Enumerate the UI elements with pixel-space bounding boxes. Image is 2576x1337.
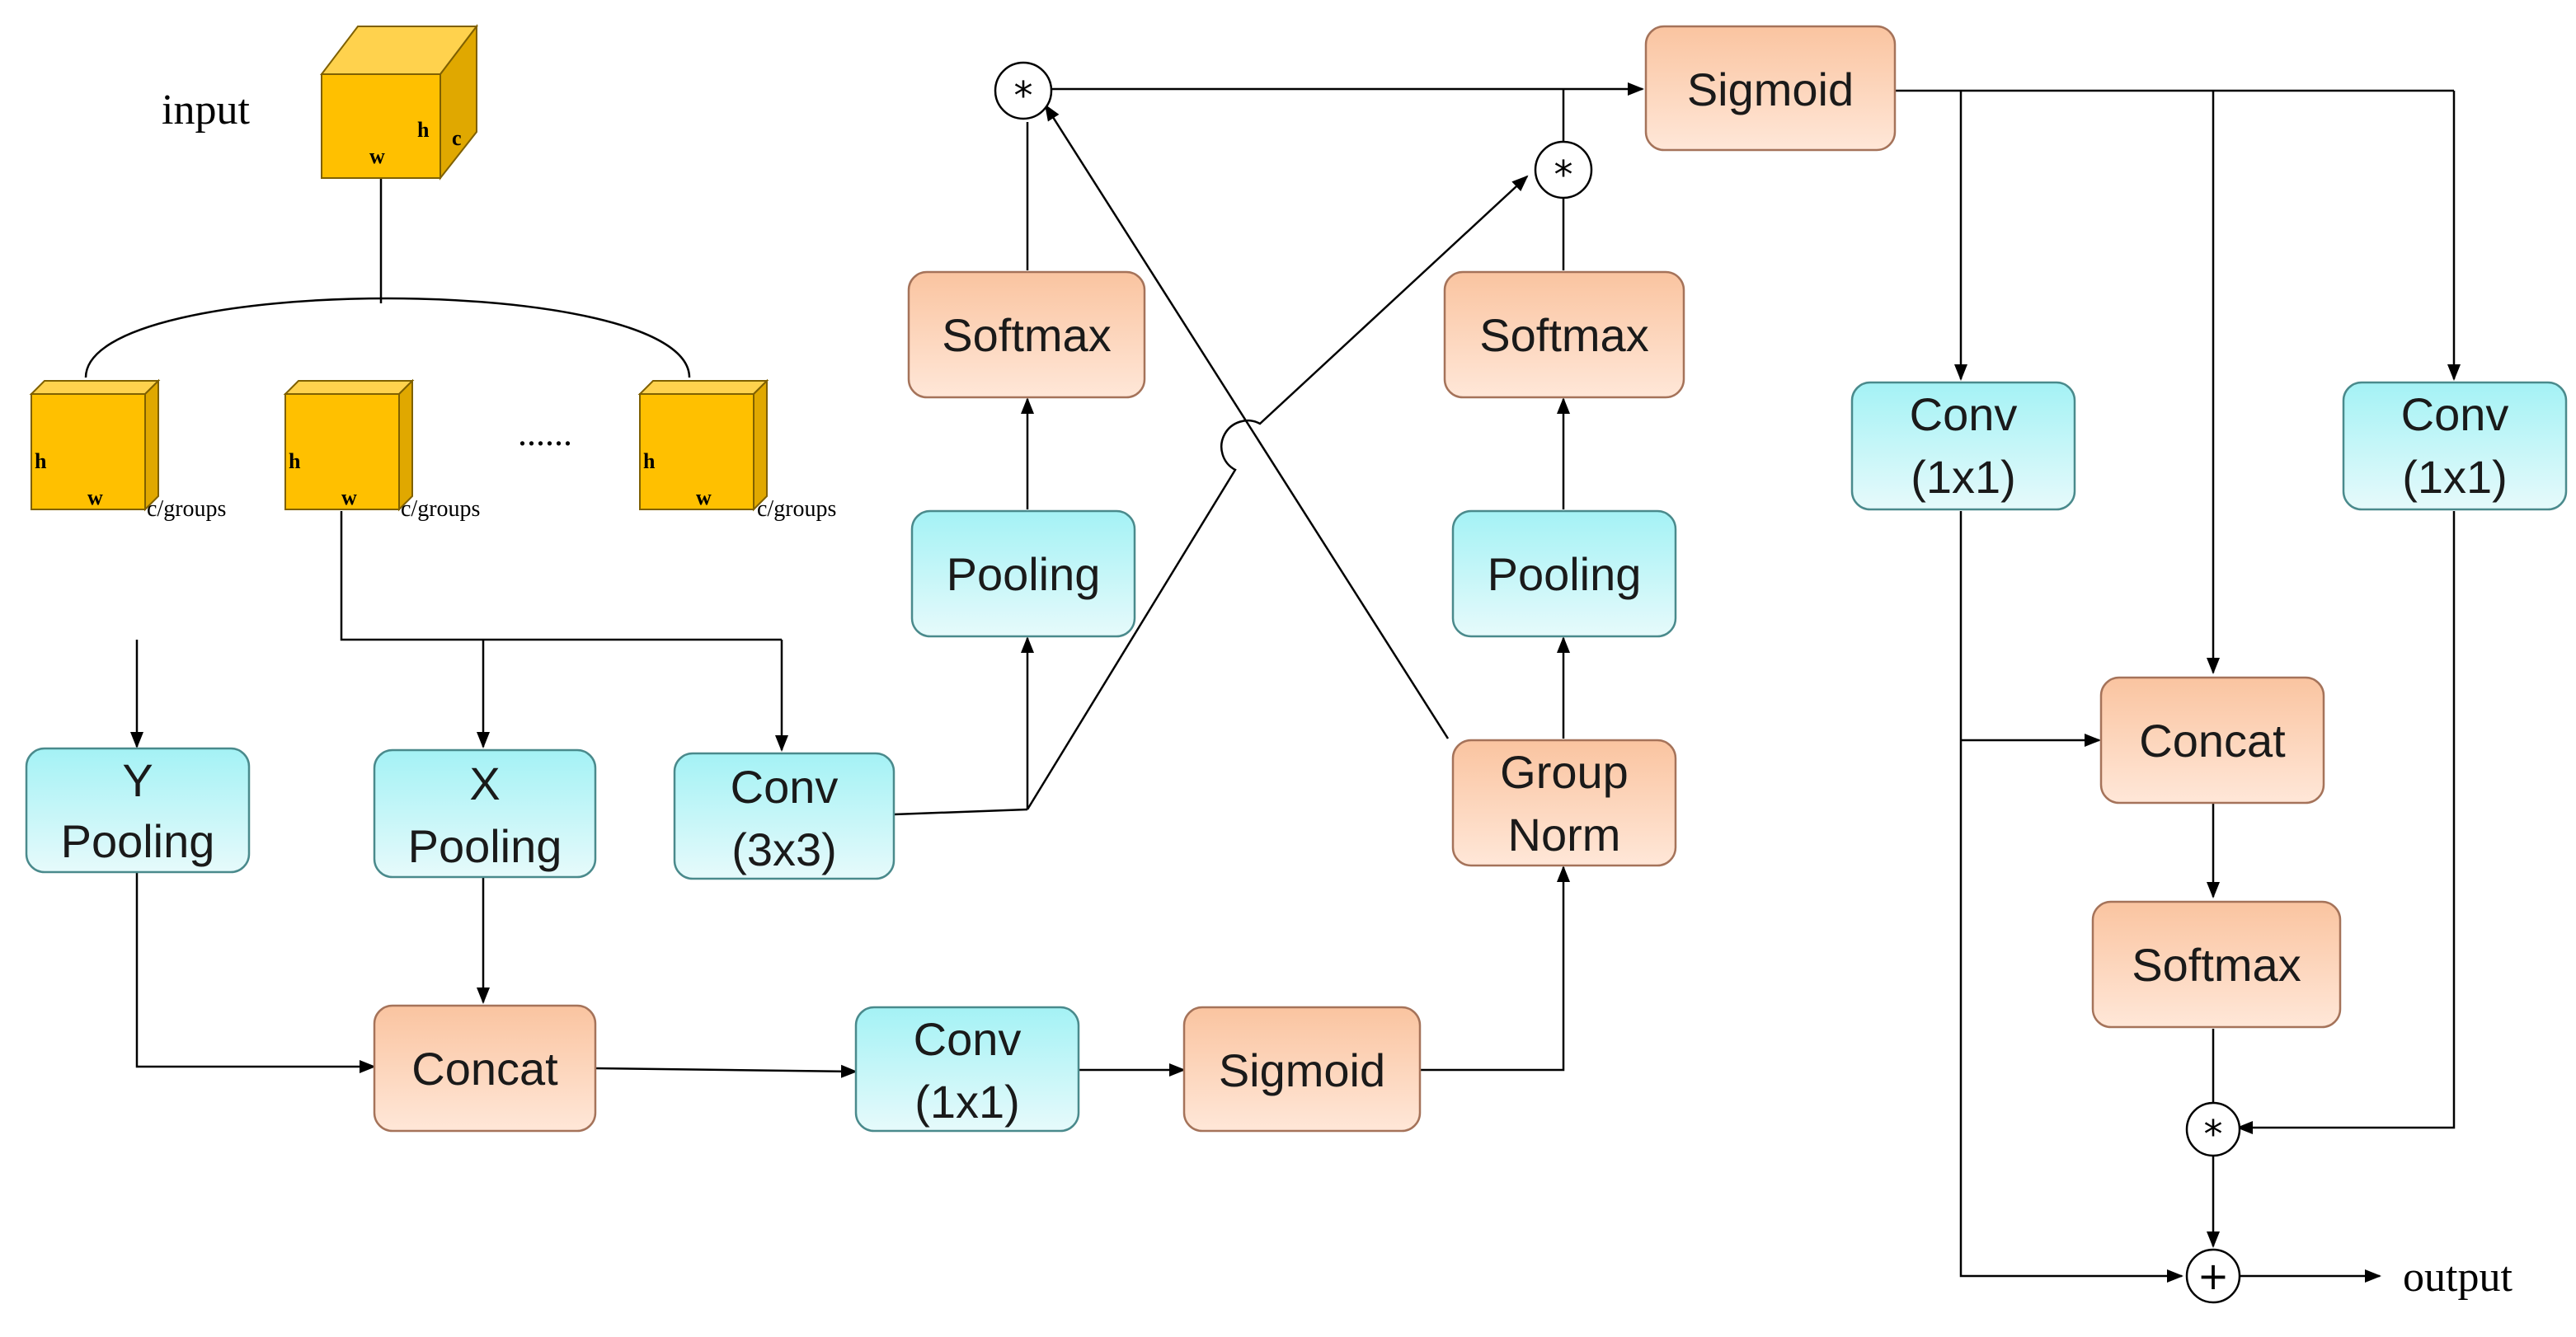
conv1x1-right-b-box: Conv (1x1) (2342, 381, 2568, 511)
y-pooling-box: Y Pooling (25, 747, 251, 874)
svg-text:Conv: Conv (731, 761, 839, 813)
svg-text:Conv: Conv (914, 1013, 1022, 1065)
cube-h-label: h (417, 118, 430, 142)
svg-text:*: * (1014, 73, 1033, 118)
concat-right-box: Concat (2099, 676, 2325, 805)
svg-text:Softmax: Softmax (942, 309, 1111, 361)
edge-conv-a-down (1959, 511, 2183, 1283)
group-cube-2-depth: c/groups (401, 496, 480, 522)
svg-text:Pooling: Pooling (1488, 548, 1642, 600)
svg-text:Softmax: Softmax (2132, 939, 2301, 991)
group-cube-3-depth: c/groups (757, 496, 836, 522)
svg-text:(3x3): (3x3) (731, 823, 837, 875)
svg-text:*: * (2204, 1112, 2223, 1156)
multiply-op-right: * (1534, 140, 1593, 199)
svg-text:Pooling: Pooling (408, 820, 562, 872)
group-cube-1-depth: c/groups (147, 496, 226, 522)
group-cube-2: h w (283, 378, 415, 512)
edge-sigmoid-to-groupnorm (1420, 866, 1570, 1072)
connectors (84, 82, 2461, 1283)
output-label: output (2403, 1254, 2513, 1301)
pooling-left-box: Pooling (910, 509, 1136, 638)
edge-group-to-branches (340, 511, 782, 641)
pooling-right-box: Pooling (1451, 509, 1677, 638)
svg-text:Pooling: Pooling (61, 815, 215, 867)
multiply-op-left: * (994, 61, 1053, 120)
group-cube-w: w (696, 486, 712, 509)
svg-text:(1x1): (1x1) (2402, 451, 2508, 503)
svg-text:Conv: Conv (1910, 388, 2018, 440)
group-cube-3: h w (637, 378, 769, 512)
svg-text:(1x1): (1x1) (1911, 451, 2016, 503)
svg-text:Y: Y (122, 754, 153, 806)
group-cube-1: h w (29, 378, 161, 512)
input-label: input (162, 87, 250, 134)
svg-text:*: * (1554, 152, 1573, 197)
edge-groupnorm-to-mul-left (1044, 104, 1450, 739)
group-norm-box: Group Norm (1451, 739, 1677, 867)
svg-text:Sigmoid: Sigmoid (1219, 1044, 1385, 1096)
group-cube-w: w (341, 486, 357, 509)
cube-w-label: w (369, 144, 385, 168)
sigmoid-mid-box: Sigmoid (1182, 1006, 1422, 1133)
svg-text:Norm: Norm (1508, 809, 1621, 861)
svg-text:Pooling: Pooling (947, 548, 1101, 600)
svg-text:Softmax: Softmax (1479, 309, 1648, 361)
group-cube-h: h (289, 449, 301, 473)
concat-left-box: Concat (373, 1004, 597, 1133)
edge-cross-to-mul-right (1026, 175, 1529, 810)
edge-conv-b-to-mul (2236, 511, 2456, 1134)
group-cube-w: w (87, 486, 103, 509)
x-pooling-box: X Pooling (373, 748, 597, 879)
group-cube-h: h (643, 449, 656, 473)
svg-text:(1x1): (1x1) (914, 1076, 1020, 1128)
split-arc (84, 297, 691, 378)
svg-text:X: X (469, 758, 500, 809)
multiply-op-bottom: * (2185, 1101, 2241, 1157)
input-cube: w h c (319, 24, 479, 181)
group-cube-h: h (35, 449, 47, 473)
cube-c-label: c (452, 126, 462, 150)
add-op: + (2185, 1248, 2241, 1304)
softmax-left-box: Softmax (907, 270, 1146, 399)
edge-conv3x3-out (893, 808, 1028, 816)
edge-concat-to-conv1x1 (595, 1064, 858, 1078)
edge-ypool-to-concat (135, 872, 376, 1073)
svg-text:Group: Group (1500, 746, 1629, 798)
sigmoid-top-box: Sigmoid (1644, 25, 1897, 152)
conv1x1-right-a-box: Conv (1x1) (1850, 381, 2076, 511)
conv1x1-mid-box: Conv (1x1) (854, 1006, 1080, 1133)
svg-text:Concat: Concat (411, 1043, 558, 1095)
ellipsis: ...... (518, 413, 572, 453)
svg-text:+: + (2198, 1254, 2230, 1298)
softmax-bottom-box: Softmax (2091, 900, 2342, 1029)
svg-text:Conv: Conv (2401, 388, 2509, 440)
softmax-right-box: Softmax (1443, 270, 1685, 399)
conv3x3-box: Conv (3x3) (673, 752, 895, 880)
svg-text:Sigmoid: Sigmoid (1687, 63, 1854, 115)
svg-text:Concat: Concat (2139, 715, 2286, 767)
